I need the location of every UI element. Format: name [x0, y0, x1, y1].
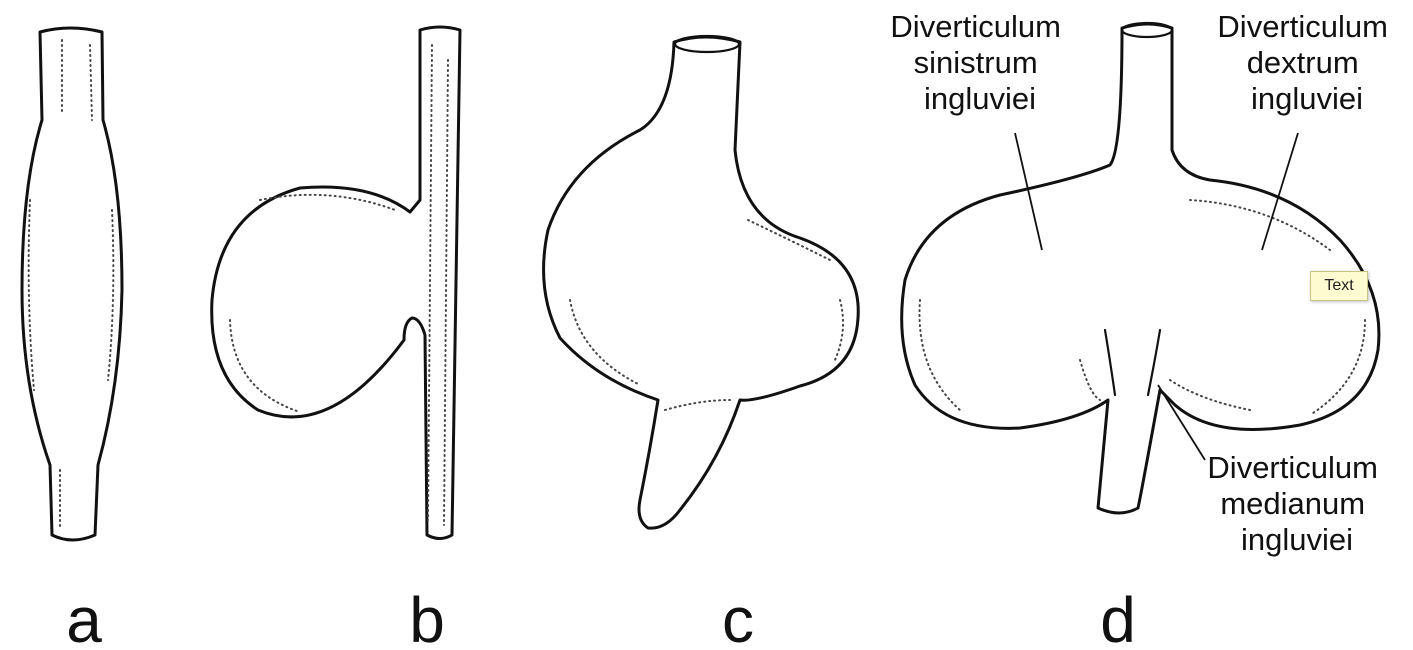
label-diverticulum-dextrum: Diverticulum dextrum ingluviei — [1217, 9, 1396, 116]
label-diverticulum-medianum: Diverticulum medianum ingluviei — [1207, 450, 1386, 557]
panel-c-crop — [544, 36, 859, 528]
panel-label-b: b — [409, 584, 445, 650]
panel-a-crop — [22, 28, 122, 540]
panel-b-crop — [212, 27, 460, 539]
panel-label-d: d — [1100, 584, 1136, 650]
panel-label-c: c — [722, 584, 754, 650]
panel-label-a: a — [66, 584, 102, 650]
label-diverticulum-sinistrum: Diverticulum sinistrum ingluviei — [890, 9, 1069, 116]
text-tooltip: Text — [1310, 271, 1368, 301]
